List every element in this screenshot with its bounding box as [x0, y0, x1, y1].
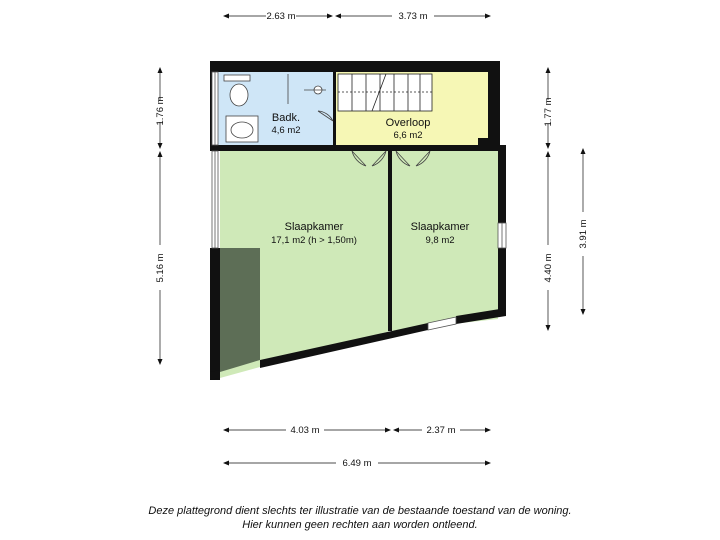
dim-right-middle: 4.40 m: [543, 253, 554, 282]
dim-right-top: 1.77 m: [543, 97, 554, 126]
dim-bottom-right: 2.37 m: [426, 425, 455, 436]
low-ceiling-zone: [220, 248, 260, 372]
bedroom-small-area: 9,8 m2: [425, 235, 454, 246]
bathroom-fixtures: [223, 74, 326, 143]
floor-plan: Badk. 4,6 m2 Overloop 6,6 m2 Slaapkamer …: [155, 11, 589, 469]
dimension-lines: [157, 13, 586, 466]
dim-left-top: 1.76 m: [155, 96, 166, 125]
bathroom-area: 4,6 m2: [271, 125, 300, 136]
disclaimer-line-1: Deze plattegrond dient slechts ter illus…: [148, 505, 572, 517]
dim-top-left: 2.63 m: [266, 11, 295, 22]
staircase: [337, 73, 433, 112]
disclaimer-line-2: Hier kunnen geen rechten aan worden ontl…: [242, 519, 478, 531]
doors: [317, 110, 431, 167]
bedroom-large-name: Slaapkamer: [285, 221, 344, 233]
dim-right-outer: 3.91 m: [578, 219, 589, 248]
dim-bottom-total: 6.49 m: [342, 458, 371, 469]
dim-left-bottom: 5.16 m: [155, 253, 166, 282]
disclaimer: Deze plattegrond dient slechts ter illus…: [0, 504, 720, 532]
landing-name: Overloop: [386, 117, 431, 129]
dim-bottom-left: 4.03 m: [290, 425, 319, 436]
landing-area: 6,6 m2: [393, 130, 422, 141]
windows: [211, 71, 507, 331]
bedroom-small-name: Slaapkamer: [411, 221, 470, 233]
bedroom-small-floor: [390, 151, 498, 331]
bedroom-large-area: 17,1 m2 (h > 1,50m): [271, 235, 357, 246]
bathroom-name: Badk.: [272, 112, 300, 124]
bedroom-large-floor: [220, 151, 390, 378]
dim-top-right: 3.73 m: [398, 11, 427, 22]
